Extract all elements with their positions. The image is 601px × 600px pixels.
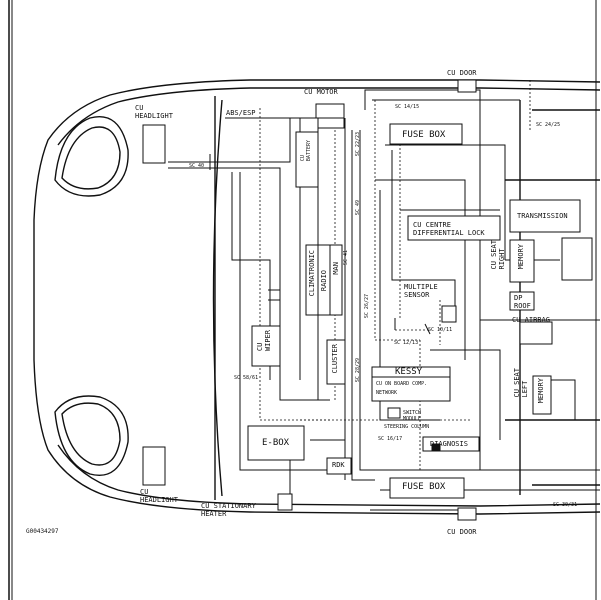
connector-sc-40: SC 40 [189,163,205,169]
cu-on-board-comp-label: CU ON BOARD COMP. [376,381,428,387]
e-box-box [247,425,305,461]
connector-sc-16-17: SC 16/17 [378,436,403,442]
climatronic-label: CLIMATRONIC [308,250,316,297]
rdk-box [326,457,352,475]
cu-headlight-top-box [142,124,166,164]
cu-centre-diff-lock-label: CU CENTRE DIFFERENTIAL LOCK [413,221,485,237]
kessy-label: KESSY [395,367,423,377]
fuse-box-top-label: FUSE BOX [402,130,446,140]
cu-headlight-bottom-box [142,446,166,486]
cu-seat-left-label: CU SEAT LEFT [513,368,529,398]
cu-battery-label: CU BATTERY [300,140,312,162]
cu-motor-label: CU MOTOR [304,88,338,96]
connector-sc-10-11: SC 10/11 [428,327,453,333]
switch-module-box [387,407,401,419]
cluster-box [326,339,346,385]
kessy-box [371,366,451,402]
connector-sc-28-29: SC 28/29 [355,358,361,383]
cu-headlight-bottom-label: CU HEADLIGHT [140,488,178,504]
cu-motor-box [315,103,345,119]
connector-sc-24-25: SC 24/25 [536,122,561,128]
connector-sc-58-61: SC 58/61 [234,375,259,381]
cu-door-bottom-box [457,507,477,521]
wiring-bundles [168,89,600,511]
connector-ticks [209,154,431,335]
fuse-box-top-box [389,123,463,145]
cu-seat-right-label: CU SEAT RIGHT [490,240,506,270]
steering-column-label: STEERING COLUMN [384,424,430,430]
figure-id: G00434297 [26,528,59,535]
cu-battery-box [295,131,319,188]
cu-stationary-heater-label: CU STATIONARY HEATER [201,502,256,518]
cu-stationary-heater-box [277,493,293,511]
connector-sc-30-31: SC 30/31 [553,502,578,508]
fuse-box-bottom-label: FUSE BOX [402,482,446,492]
connector-sc-12-13: SC 12/13 [394,340,419,346]
connector-sc-14-15: SC 14/15 [395,104,420,110]
man-label: MAN [332,262,340,275]
transmission-label: TRANSMISSION [517,212,568,220]
dp-roof-label: DP ROOF [514,294,531,310]
cu-airbag-box [519,321,553,345]
fuse-box-bottom-box [389,477,465,499]
diagnosis-label: DIAGNOSIS [430,440,468,448]
cu-door-bottom-label: CU DOOR [447,528,477,536]
rdk-label: RDK [332,461,345,469]
connector-sc-49: SC 49 [355,200,361,216]
cu-door-top-label: CU DOOR [447,69,477,77]
cu-door-top-box [457,79,477,93]
climatronic-box [305,244,343,316]
transmission-box [509,199,581,233]
cu-wiper-label: CU WIPER [256,330,272,352]
cu-centre-diff-lock-box [407,215,501,241]
cu-motor-box-2 [317,117,345,129]
cu-wiper-box [251,325,281,367]
memory-left-box [532,375,552,415]
memory-left-label: MEMORY [537,378,545,404]
cluster-label: CLUSTER [331,344,339,374]
switch-module-label: SWITCH MODULE [403,410,422,422]
connector-sc-26-27: SC 26/27 [364,294,370,319]
abs-esp-label: ABS/ESP [226,109,256,117]
cu-headlight-top-label: CU HEADLIGHT [135,104,173,120]
radio-label: RADIO [320,270,328,292]
dp-roof-box [509,291,535,311]
connector-sc-22-23: SC 22/23 [355,132,361,157]
multiple-sensor-box [441,305,457,323]
e-box-label: E-BOX [262,438,290,448]
small-connector-box [431,443,441,451]
multiple-sensor-label: MULTIPLE SENSOR [404,283,438,299]
cu-airbag-label: CU AIRBAG [512,316,550,324]
network-label: NETWORK [376,390,398,396]
memory-right-box [509,239,535,283]
transmission-inner-box [561,237,593,281]
memory-right-label: MEMORY [517,244,525,270]
connector-sc-41: SC 41 [343,250,349,266]
